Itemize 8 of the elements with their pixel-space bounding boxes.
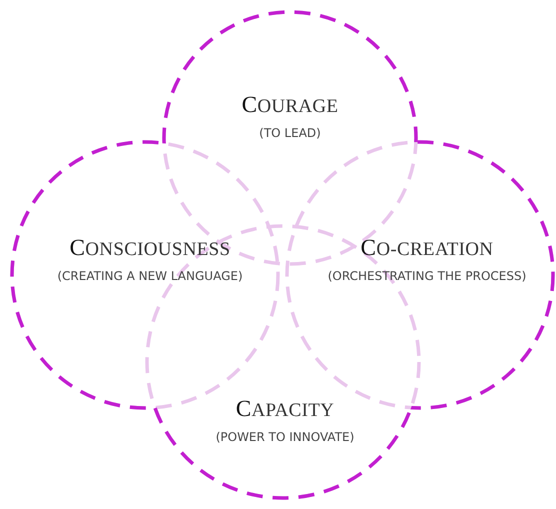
circle-subtitle: (POWER TO INNOVATE) (216, 430, 354, 444)
circle-subtitle: (ORCHESTRATING THE PROCESS) (328, 269, 526, 283)
circle-heading: CAPACITY (236, 396, 334, 422)
circle-subtitle: (CREATING A NEW LANGUAGE) (57, 269, 243, 283)
circle-heading: CO-CREATION (360, 235, 494, 261)
circle-subtitle: (TO LEAD) (258, 126, 322, 140)
circle-heading: COURAGE (242, 92, 338, 118)
circle-heading: CONSCIOUSNESS (70, 235, 230, 261)
